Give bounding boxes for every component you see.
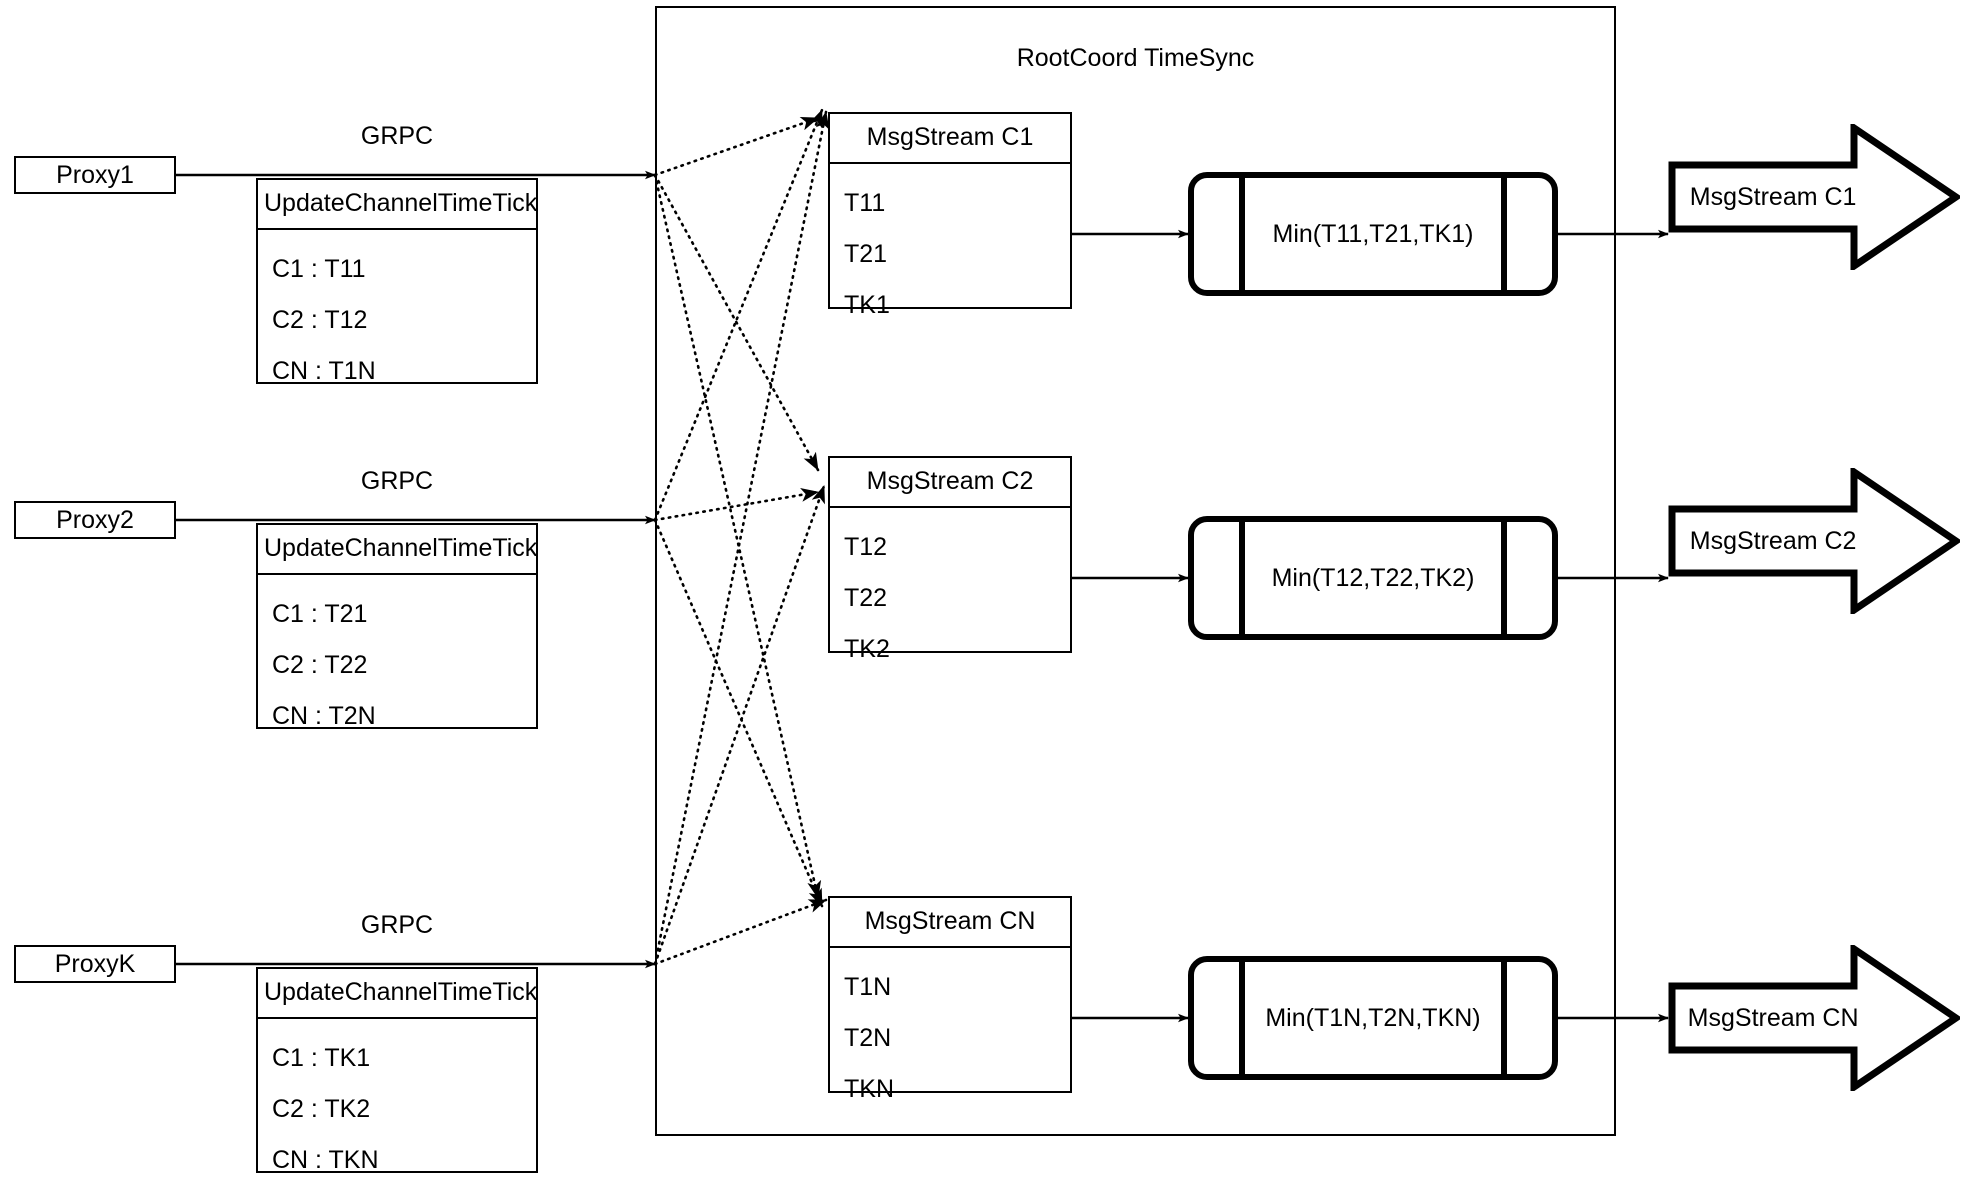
timetick-entry: C1 : T21 [272, 600, 368, 628]
proxy-label-1: Proxy1 [56, 160, 134, 189]
min-process-label-2: Min(T12,T22,TK2) [1271, 563, 1475, 592]
timetick-entry: C2 : T12 [272, 306, 368, 334]
update-channel-timetick-rows-1: C1 : T11 C2 : T12 CN : T1N [258, 230, 536, 397]
min-process-shape-2 [1188, 516, 1558, 640]
update-channel-timetick-header-1: UpdateChannelTimeTick [258, 180, 537, 230]
proxy-box-1[interactable]: Proxy1 [14, 156, 176, 194]
msgstream-rows-3: T1N T2N TKN [830, 948, 1070, 1115]
timetick-entry: C1 : T11 [272, 255, 366, 283]
msgstream-rows-1: T11 T21 TK1 [830, 164, 1070, 331]
msgstream-entry: T21 [844, 240, 888, 268]
update-channel-timetick-box-1[interactable]: UpdateChannelTimeTick C1 : T11 C2 : T12 … [256, 178, 538, 384]
grpc-label-2: GRPC [360, 467, 434, 495]
msgstream-rows-2: T12 T22 TK2 [830, 508, 1070, 675]
msgstream-header-3: MsgStream CN [830, 898, 1070, 948]
min-process-box-3[interactable]: Min(T1N,T2N,TKN) [1188, 956, 1558, 1080]
min-process-shape-1 [1188, 172, 1558, 296]
proxy-box-3[interactable]: ProxyK [14, 945, 176, 983]
timetick-entry: CN : T2N [272, 702, 376, 730]
min-process-label-3: Min(T1N,T2N,TKN) [1265, 1003, 1481, 1032]
output-block-arrow-label-1: MsgStream C1 [1689, 182, 1857, 211]
output-block-arrow-3[interactable]: MsgStream CN [1668, 942, 1963, 1094]
min-process-box-1[interactable]: Min(T11,T21,TK1) [1188, 172, 1558, 296]
msgstream-box-3[interactable]: MsgStream CN T1N T2N TKN [828, 896, 1072, 1102]
msgstream-entry: T11 [844, 189, 886, 217]
update-channel-timetick-rows-3: C1 : TK1 C2 : TK2 CN : TKN [258, 1019, 536, 1183]
update-channel-timetick-box-3[interactable]: UpdateChannelTimeTick C1 : TK1 C2 : TK2 … [256, 967, 538, 1173]
update-channel-timetick-box-2[interactable]: UpdateChannelTimeTick C1 : T21 C2 : T22 … [256, 523, 538, 729]
min-process-box-2[interactable]: Min(T12,T22,TK2) [1188, 516, 1558, 640]
timetick-entry: C1 : TK1 [272, 1044, 371, 1072]
msgstream-header-2: MsgStream C2 [830, 458, 1070, 508]
min-process-label-1: Min(T11,T21,TK1) [1272, 219, 1474, 248]
update-channel-timetick-header-2: UpdateChannelTimeTick [258, 525, 537, 575]
rootcoord-timesync-title: RootCoord TimeSync [1016, 44, 1255, 72]
output-block-arrow-2[interactable]: MsgStream C2 [1668, 465, 1963, 617]
output-block-arrow-1[interactable]: MsgStream C1 [1668, 121, 1963, 273]
msgstream-box-1[interactable]: MsgStream C1 T11 T21 TK1 [828, 112, 1072, 318]
output-block-arrow-shape-2 [1668, 465, 1963, 617]
update-channel-timetick-header-3: UpdateChannelTimeTick [258, 969, 537, 1019]
timetick-entry: C2 : TK2 [272, 1095, 371, 1123]
msgstream-entry: T2N [844, 1024, 892, 1052]
rootcoord-timesync-container [655, 6, 1616, 1136]
timetick-entry: CN : T1N [272, 357, 376, 385]
output-block-arrow-label-3: MsgStream CN [1687, 1003, 1859, 1032]
update-channel-timetick-rows-2: C1 : T21 C2 : T22 CN : T2N [258, 575, 536, 742]
msgstream-entry: TK1 [844, 291, 890, 319]
msgstream-entry: T22 [844, 584, 888, 612]
min-process-shape-3 [1188, 956, 1558, 1080]
grpc-label-3: GRPC [360, 911, 434, 939]
proxy-label-2: Proxy2 [56, 505, 134, 534]
output-block-arrow-label-2: MsgStream C2 [1689, 526, 1857, 555]
msgstream-entry: TK2 [844, 635, 890, 663]
proxy-label-3: ProxyK [54, 949, 136, 978]
msgstream-entry: T12 [844, 533, 888, 561]
output-block-arrow-shape-1 [1668, 121, 1963, 273]
grpc-label-1: GRPC [360, 122, 434, 150]
msgstream-entry: TKN [844, 1075, 894, 1103]
proxy-box-2[interactable]: Proxy2 [14, 501, 176, 539]
msgstream-header-1: MsgStream C1 [830, 114, 1070, 164]
output-block-arrow-shape-3 [1668, 942, 1963, 1094]
msgstream-box-2[interactable]: MsgStream C2 T12 T22 TK2 [828, 456, 1072, 662]
timetick-entry: C2 : T22 [272, 651, 368, 679]
timetick-entry: CN : TKN [272, 1146, 379, 1174]
msgstream-entry: T1N [844, 973, 892, 1001]
